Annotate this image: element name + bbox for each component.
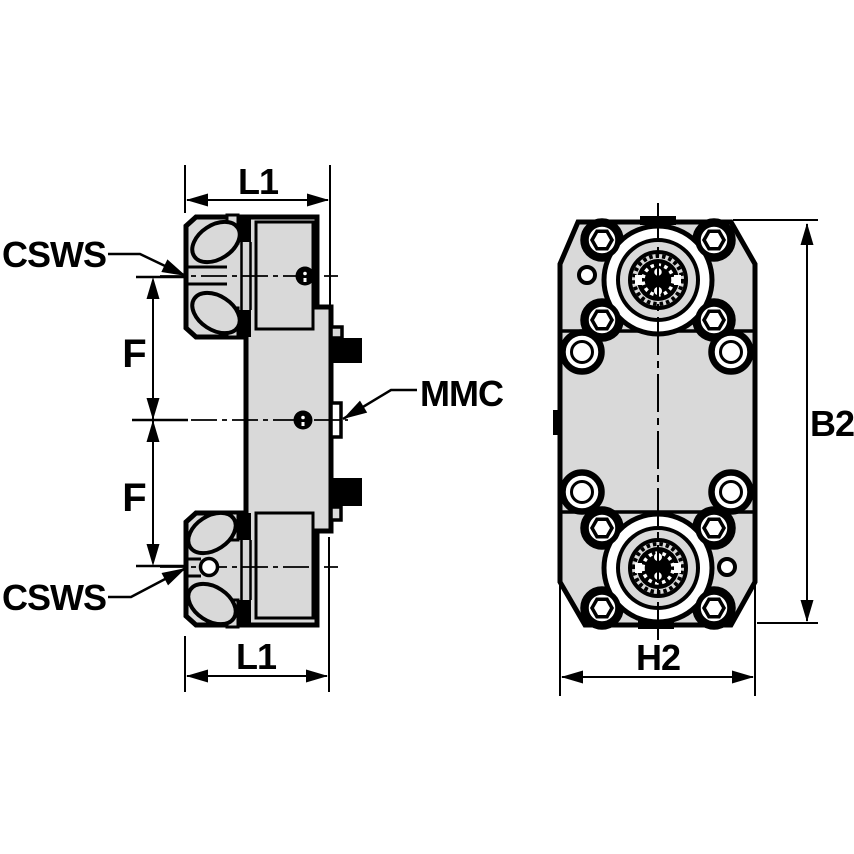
arrowhead	[306, 669, 328, 683]
mounting-hole	[563, 473, 602, 512]
callout-label-mmc: MMC	[420, 373, 504, 414]
arrowhead	[800, 223, 814, 245]
arrowhead	[800, 600, 814, 622]
side-view: L1 L1 F F CSWS	[2, 161, 505, 692]
coolant-port	[577, 265, 597, 285]
arrowhead	[186, 669, 208, 683]
dim-label-l1-bottom: L1	[236, 636, 277, 677]
clamp-interface-block	[239, 215, 251, 242]
mounting-hole	[712, 473, 751, 512]
dimension-f: F F	[122, 275, 188, 568]
arrowhead	[161, 568, 186, 586]
hex-screw	[698, 592, 730, 624]
dimension-l1-top: L1	[184, 161, 331, 305]
clamp-interface-block	[239, 310, 251, 337]
edge-tab	[329, 505, 343, 522]
mounting-hole	[712, 333, 751, 372]
clamp-lobe	[186, 581, 238, 627]
hex-screw	[698, 224, 730, 256]
mmc-stop-notch	[553, 410, 561, 435]
arrowhead	[186, 193, 208, 207]
body-inner-face-bottom	[254, 511, 315, 620]
dim-label-h2: H2	[636, 637, 680, 678]
arrowhead	[343, 400, 368, 419]
arrowhead	[307, 193, 329, 207]
clamp-interface-block	[239, 513, 251, 540]
arrowhead	[146, 420, 160, 442]
arrowhead	[161, 259, 186, 276]
arrowhead	[146, 398, 160, 420]
front-view: B2 H2	[553, 203, 854, 696]
callout-label-csws-bottom: CSWS	[2, 577, 106, 618]
dimension-l1-bottom: L1	[184, 537, 330, 692]
dim-label-l1-top: L1	[238, 161, 279, 202]
callout-csws-bottom: CSWS	[2, 566, 187, 618]
hex-screw	[586, 512, 618, 544]
mounting-hole	[563, 333, 602, 372]
clamp-lobe	[186, 510, 238, 556]
dim-label-b2: B2	[810, 403, 854, 444]
dimension-h2: H2	[559, 585, 756, 696]
callout-csws-top: CSWS	[2, 234, 187, 278]
arrowhead	[732, 670, 754, 684]
clamp-lobe	[190, 219, 242, 265]
clamp-pilot-hole	[198, 556, 220, 578]
dim-label-f-bottom: F	[122, 476, 145, 520]
arrowhead	[146, 277, 160, 299]
hex-screw	[698, 512, 730, 544]
clamping-unit-top	[577, 218, 736, 342]
hex-screw	[586, 592, 618, 624]
clamp-lobe	[190, 290, 242, 336]
clamp-interface-block	[239, 600, 251, 627]
dim-label-f-top: F	[122, 332, 145, 376]
contact-nub	[329, 478, 362, 506]
dimension-b2: B2	[733, 219, 854, 624]
arrowhead	[146, 544, 160, 566]
edge-tab	[329, 325, 344, 340]
hex-screw	[586, 224, 618, 256]
clamp-screw	[295, 266, 315, 286]
clamp-screw	[293, 410, 313, 430]
edge-key-notch	[638, 620, 674, 629]
arrowhead	[561, 670, 583, 684]
callout-label-csws-top: CSWS	[2, 234, 106, 275]
callout-mmc: MMC	[342, 373, 505, 421]
coolant-port	[717, 557, 737, 577]
contact-nub	[329, 338, 362, 363]
